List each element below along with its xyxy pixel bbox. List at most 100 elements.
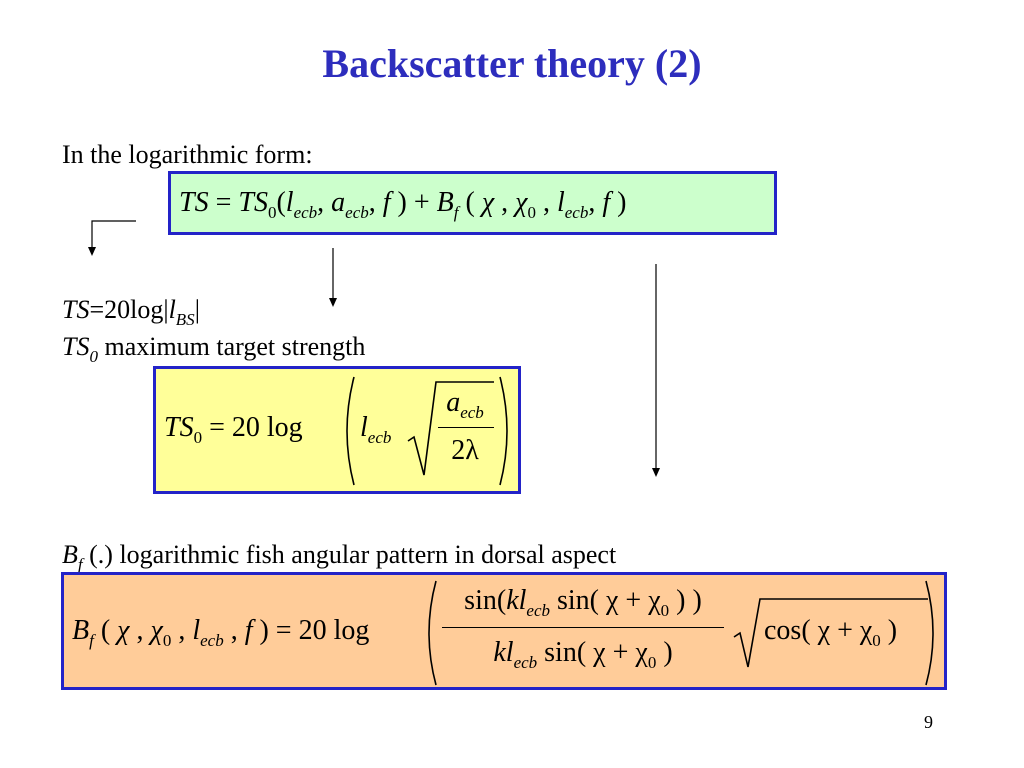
eq2-sqrt-sign bbox=[407, 381, 494, 476]
eq3-den-kl: kl bbox=[493, 637, 514, 668]
ts0-description: maximum target strength bbox=[97, 332, 366, 361]
eq3-b-sub: f bbox=[89, 631, 94, 650]
eq3-comma-1: , bbox=[129, 615, 151, 646]
eq1-chi: χ bbox=[481, 187, 495, 218]
eq2-ts0-sub: 0 bbox=[193, 428, 203, 447]
eq1-l2: l bbox=[556, 187, 565, 218]
eq2-l-var: l bbox=[360, 412, 368, 443]
eq1-chi0: χ bbox=[515, 187, 528, 218]
eq2-right-paren bbox=[499, 376, 508, 486]
eq3-chi: χ bbox=[117, 615, 130, 646]
eq2-a: a bbox=[446, 387, 461, 418]
bf-symbol: B bbox=[62, 540, 78, 569]
eq3-num-sin: sin bbox=[464, 585, 497, 616]
eq3-sqrt-sign bbox=[733, 598, 928, 668]
ts-definition: TS=20log|lBS| bbox=[62, 295, 200, 329]
eq1-comma-1: , bbox=[317, 187, 332, 218]
eq1-chi0-sub: 0 bbox=[527, 203, 536, 222]
eq1-plus: ) + bbox=[390, 187, 437, 218]
eq1-a: a bbox=[331, 187, 346, 218]
eq2-fraction-den: 2λ bbox=[451, 435, 479, 466]
eq1-b-sub: f bbox=[453, 203, 459, 222]
eq3-den-sub0: 0 bbox=[647, 653, 657, 672]
eq2-left-paren bbox=[346, 376, 355, 486]
eq3-sqrt-content: cos( χ + χ0 ) bbox=[764, 615, 898, 650]
eq2-l-sub: ecb bbox=[367, 428, 392, 447]
eq3-fraction-den: klecb sin( χ + χ0 ) bbox=[438, 637, 728, 672]
eq1-a-sub: ecb bbox=[345, 203, 369, 222]
ts0-symbol: TS bbox=[62, 332, 90, 361]
equation-2-lhs: TS0 = 20 log bbox=[164, 412, 303, 447]
eq3-fraction-bar bbox=[442, 627, 724, 628]
equation-3-lhs: Bf ( χ , χ0 , lecb , f ) = 20 log bbox=[72, 615, 369, 650]
bf-description: (.) logarithmic fish angular pattern in … bbox=[82, 540, 617, 569]
eq3-f: f bbox=[244, 615, 253, 646]
page-number: 9 bbox=[924, 712, 933, 732]
eq3-chi0-sub: 0 bbox=[162, 631, 172, 650]
eq1-open-paren-2: ( bbox=[458, 187, 482, 218]
eq2-fraction-num: aecb bbox=[436, 387, 494, 422]
eq1-comma-3: , bbox=[494, 187, 516, 218]
eq1-l: l bbox=[285, 187, 294, 218]
ts-def-rhs: =20log| bbox=[89, 295, 169, 324]
eq1-l2-sub: ecb bbox=[564, 203, 589, 222]
eq3-num-kl-sub: ecb bbox=[526, 601, 550, 620]
eq3-chi0: χ bbox=[150, 615, 163, 646]
ts-def-symbol: TS bbox=[62, 295, 90, 324]
eq3-num-kl: kl bbox=[506, 585, 527, 616]
bf-definition: Bf (.) logarithmic fish angular pattern … bbox=[62, 540, 617, 574]
eq3-cos-close: ) bbox=[880, 615, 898, 646]
ts0-definition: TS0 maximum target strength bbox=[62, 332, 366, 366]
eq3-num-rest: sin( χ + χ bbox=[550, 585, 661, 616]
eq1-f2: f bbox=[602, 187, 611, 218]
eq3-left-paren bbox=[428, 580, 437, 686]
eq1-comma-4: , bbox=[535, 187, 557, 218]
slide-title: Backscatter theory (2) bbox=[322, 41, 702, 86]
eq3-open: ( bbox=[93, 615, 118, 646]
eq2-a-sub: ecb bbox=[460, 403, 484, 422]
ts-def-sub: BS bbox=[175, 310, 195, 329]
eq3-fraction-num: sin(klecb sin( χ + χ0 ) ) bbox=[464, 585, 702, 620]
eq3-cos-sub0: 0 bbox=[872, 631, 881, 650]
eq1-close-paren: ) bbox=[610, 187, 627, 218]
eq3-den-close: ) bbox=[656, 637, 673, 668]
eq1-equals: = bbox=[208, 187, 239, 218]
eq3-den-kl-sub: ecb bbox=[513, 653, 538, 672]
eq1-open-paren: ( bbox=[276, 187, 286, 218]
eq3-l: l bbox=[192, 615, 201, 646]
eq2-fraction-bar bbox=[438, 427, 494, 428]
arrow-ts0 bbox=[329, 248, 337, 307]
eq3-l-sub: ecb bbox=[200, 631, 224, 650]
eq3-den-rest: sin( χ + χ bbox=[537, 637, 648, 668]
eq1-f: f bbox=[382, 187, 391, 218]
ts-def-var: l bbox=[168, 295, 176, 324]
eq3-right-paren bbox=[925, 580, 934, 686]
eq1-comma-5: , bbox=[588, 187, 603, 218]
eq1-ts: TS bbox=[179, 187, 209, 218]
eq3-comma-3: , bbox=[223, 615, 245, 646]
equation-1: TS = TS0(lecb, aecb, f ) + Bf ( χ , χ0 ,… bbox=[179, 187, 627, 222]
bf-sub: f bbox=[77, 555, 83, 574]
eq1-l-sub: ecb bbox=[293, 203, 318, 222]
intro-text: In the logarithmic form: bbox=[62, 140, 313, 169]
eq3-num-sub0: 0 bbox=[660, 601, 670, 620]
eq1-b: B bbox=[436, 187, 454, 218]
eq3-num-close: ) ) bbox=[669, 585, 702, 616]
eq3-cos: cos( χ + χ bbox=[764, 615, 873, 646]
equation-3-box: Bf ( χ , χ0 , lecb , f ) = 20 log sin(kl… bbox=[61, 572, 947, 690]
eq2-l: lecb bbox=[360, 412, 391, 447]
arrow-bf bbox=[652, 264, 660, 477]
ts-def-end: | bbox=[194, 295, 200, 324]
arrow-ts bbox=[88, 220, 136, 256]
eq3-b: B bbox=[72, 615, 90, 646]
ts0-sub: 0 bbox=[89, 347, 98, 366]
eq3-comma-2: , bbox=[171, 615, 193, 646]
eq1-ts0: TS bbox=[238, 187, 268, 218]
eq1-ts0-sub: 0 bbox=[267, 203, 277, 222]
eq2-ts0: TS bbox=[164, 412, 194, 443]
eq1-comma-2: , bbox=[368, 187, 383, 218]
equation-2-box: TS0 = 20 log lecb aecb 2λ bbox=[153, 366, 521, 494]
equation-1-box: TS = TS0(lecb, aecb, f ) + Bf ( χ , χ0 ,… bbox=[168, 171, 777, 235]
eq2-log: = 20 log bbox=[202, 412, 303, 443]
